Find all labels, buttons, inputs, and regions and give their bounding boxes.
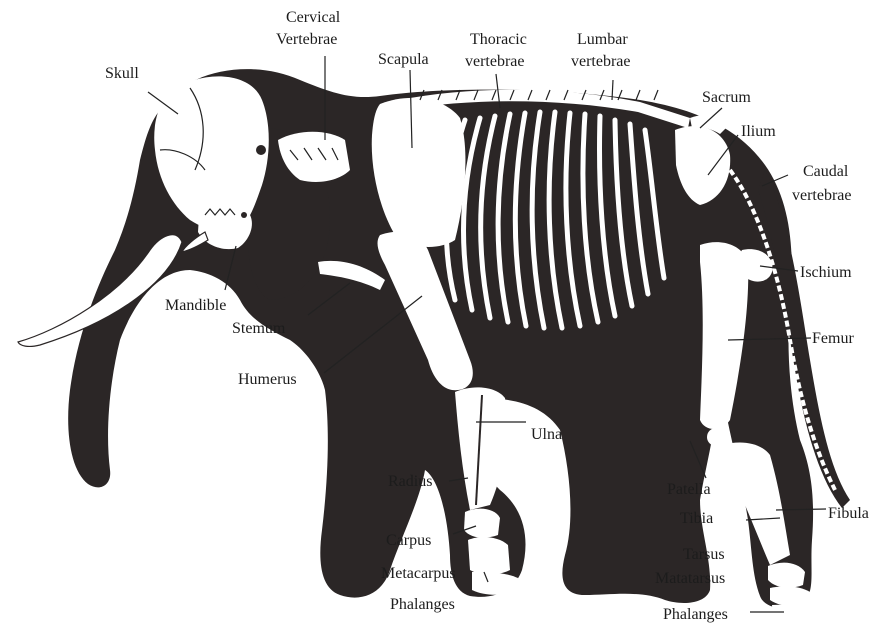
label-humerus: Humerus bbox=[238, 371, 297, 388]
label-thoracic-2: vertebrae bbox=[465, 53, 525, 70]
carpus-bone bbox=[464, 509, 500, 538]
label-tibia: Tibia bbox=[680, 510, 713, 527]
label-patella: Patella bbox=[667, 481, 711, 498]
label-ulna: Ulna bbox=[531, 426, 562, 443]
label-caudal-2: vertebrae bbox=[792, 187, 852, 204]
skull-dot bbox=[149, 155, 155, 161]
skull-dot-2 bbox=[256, 145, 266, 155]
label-ischium: Ischium bbox=[800, 264, 852, 281]
label-cervical-2: Vertebrae bbox=[276, 31, 337, 48]
label-thoracic-1: Thoracic bbox=[470, 31, 527, 48]
phalanges-hind-bone bbox=[772, 605, 814, 622]
label-femur: Femur bbox=[812, 330, 854, 347]
label-carpus: Carpus bbox=[386, 532, 431, 549]
label-caudal-1: Caudal bbox=[803, 163, 849, 180]
label-phalanges-front: Phalanges bbox=[390, 596, 455, 613]
label-phalanges-hind: Phalanges bbox=[663, 606, 728, 623]
label-sacrum: Sacrum bbox=[702, 89, 751, 106]
metacarpus-bone bbox=[468, 537, 510, 574]
label-metacarpus: Metacarpus bbox=[381, 565, 456, 582]
label-tarsus: Tarsus bbox=[683, 546, 725, 563]
patella-bone bbox=[707, 428, 725, 446]
label-matatarsus: Matatarsus bbox=[655, 570, 725, 587]
label-fibula: Fibula bbox=[828, 505, 869, 522]
label-radius: Radius bbox=[388, 473, 432, 490]
label-lumbar-2: vertebrae bbox=[571, 53, 631, 70]
label-scapula: Scapula bbox=[378, 51, 429, 68]
label-mandible: Mandible bbox=[165, 297, 226, 314]
label-lumbar-1: Lumbar bbox=[577, 31, 628, 48]
label-stemum: Stemum bbox=[232, 320, 286, 337]
label-cervical-1: Cervical bbox=[286, 9, 341, 26]
label-ilium: Ilium bbox=[741, 123, 776, 140]
mandible-dot bbox=[241, 212, 247, 218]
label-skull: Skull bbox=[105, 65, 139, 82]
